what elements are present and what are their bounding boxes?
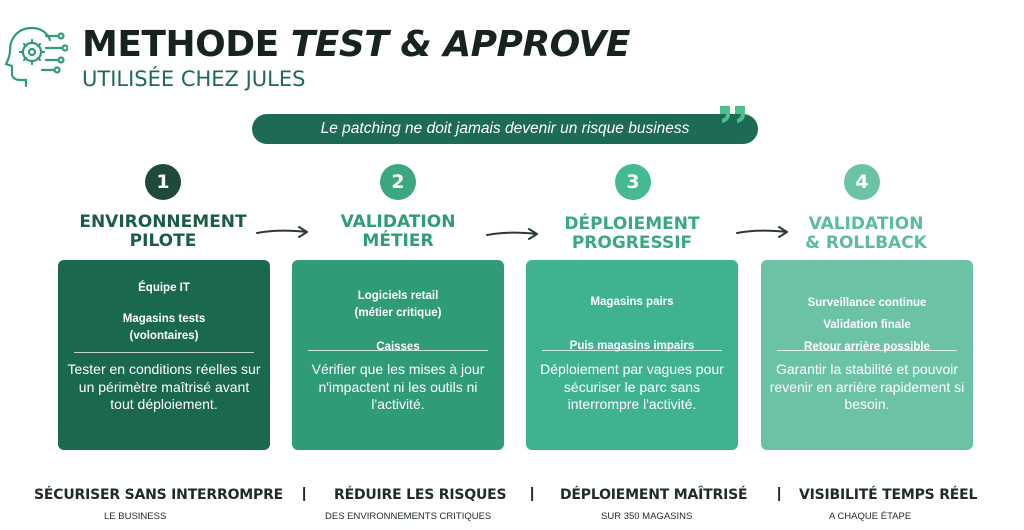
card-divider (777, 350, 957, 351)
card-item: Magasins tests (122, 313, 206, 325)
benefit-1-sub: LE BUSINESS (104, 511, 167, 522)
arrow-right-icon (736, 226, 788, 238)
benefit-2-heading: RÉDUIRE LES RISQUES (334, 487, 507, 503)
step-4-card: Surveillance continue Validation finale … (761, 260, 973, 450)
card-item: Retour arrière possible (804, 341, 930, 353)
card-divider (542, 350, 722, 351)
step-1-number: 1 (145, 164, 181, 200)
card-item: (volontaires) (129, 330, 199, 342)
step-2-card: Logiciels retail (métier critique) Caiss… (292, 260, 504, 450)
benefit-4-sub: A CHAQUE ÉTAPE (829, 511, 912, 522)
quote-banner: Le patching ne doit jamais devenir un ri… (252, 114, 758, 144)
card-item: Logiciels retail (357, 290, 439, 302)
step-3-number: 3 (615, 164, 651, 200)
step-2-number: 2 (380, 164, 416, 200)
arrow-right-icon (256, 226, 308, 238)
benefit-separator: | (302, 485, 307, 502)
step-1-card: Équipe IT Magasins tests (volontaires) T… (58, 260, 270, 450)
card-item: Validation finale (823, 319, 911, 331)
card-description: Garantir la stabilité et pouvoir revenir… (769, 361, 965, 412)
benefit-2-sub: DES ENVIRONNEMENTS CRITIQUES (325, 511, 492, 522)
benefit-3-heading: DÉPLOIEMENT MAÎTRISÉ (560, 487, 748, 503)
arrow-right-icon (486, 228, 538, 240)
benefit-4-heading: VISIBILITÉ TEMPS RÉEL (799, 487, 978, 503)
circuit-head-icon (4, 26, 68, 88)
quote-mark-icon (720, 106, 745, 123)
card-item: Surveillance continue (807, 297, 927, 309)
benefit-separator: | (530, 485, 535, 502)
card-item: (métier critique) (354, 307, 442, 319)
card-description: Vérifier que les mises à jour n'impacten… (311, 361, 485, 412)
card-item: Puis magasins impairs (569, 340, 695, 352)
step-4-title: VALIDATION& ROLLBACK (805, 214, 927, 253)
step-3-card: Magasins pairs Puis magasins impairs Dép… (526, 260, 738, 450)
benefit-separator: | (777, 485, 782, 502)
benefit-3-sub: SUR 350 MAGASINS (601, 511, 693, 522)
card-description: Tester en conditions réelles sur un péri… (67, 361, 261, 412)
page-title: METHODE TEST & APPROVE (82, 24, 630, 65)
card-item: Caisses (376, 341, 420, 353)
card-item: Équipe IT (138, 282, 190, 294)
step-4-number: 4 (844, 164, 880, 200)
card-description: Déploiement par vagues pour sécuriser le… (540, 361, 724, 412)
benefit-1-heading: SÉCURISER SANS INTERROMPRE (34, 487, 284, 503)
card-divider (74, 352, 254, 353)
page-subtitle: UTILISÉE CHEZ JULES (82, 67, 306, 91)
card-divider (308, 350, 488, 351)
card-item: Magasins pairs (590, 296, 674, 308)
